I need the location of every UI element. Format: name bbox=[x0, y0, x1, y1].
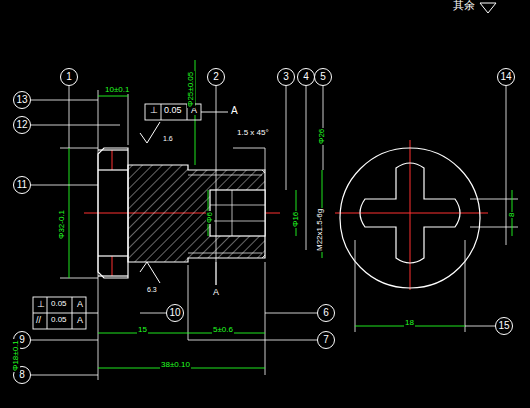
dimension-text: A bbox=[212, 288, 220, 297]
callout-number: 1 bbox=[66, 72, 72, 82]
dimension-text: 6.3 bbox=[146, 286, 158, 293]
dimension-text: 1.5 x 45° bbox=[236, 129, 270, 137]
callout-number: 4 bbox=[303, 72, 309, 82]
callout-number: 6 bbox=[323, 308, 329, 318]
callout-circle: 10 bbox=[166, 304, 184, 322]
dimension-text: 0.05 bbox=[50, 300, 68, 308]
callout-number: 11 bbox=[17, 180, 27, 190]
dimension-text: A bbox=[76, 300, 84, 309]
dimension-text: Φ32-0.1 bbox=[58, 209, 66, 240]
callout-circle: 13 bbox=[13, 91, 31, 109]
front-view bbox=[98, 148, 265, 278]
end-view bbox=[340, 148, 480, 288]
dimension-text: ⊥ bbox=[36, 300, 46, 309]
callout-circle: 5 bbox=[314, 68, 332, 86]
dimension-text: 5±0.6 bbox=[212, 326, 234, 334]
dimension-text: Φ16 bbox=[292, 211, 300, 228]
callout-circle: 7 bbox=[317, 331, 335, 349]
callout-circle: 6 bbox=[317, 304, 335, 322]
roughness-symbol bbox=[140, 3, 496, 283]
dimension-text: 0.05 bbox=[50, 316, 68, 324]
callout-number: 5 bbox=[320, 72, 326, 82]
dimension-text: M22x1.5-6g bbox=[316, 208, 324, 252]
callout-circle: 2 bbox=[207, 68, 225, 86]
callout-number: 15 bbox=[498, 321, 509, 331]
callout-number: 7 bbox=[323, 335, 329, 345]
callout-number: 10 bbox=[169, 308, 180, 318]
callout-number: 12 bbox=[16, 120, 27, 130]
dimension-text: A bbox=[76, 316, 84, 325]
dimension-text: Φ18±0.1 bbox=[12, 339, 20, 372]
dimension-text: 8 bbox=[508, 212, 516, 218]
leader-line bbox=[31, 86, 506, 375]
dimension-text: Φ6 bbox=[206, 211, 214, 224]
tolerance-frame bbox=[33, 104, 228, 329]
callout-number: 3 bbox=[283, 72, 289, 82]
dimension-text: 0.05 bbox=[163, 106, 183, 115]
callout-circle: 15 bbox=[495, 317, 513, 335]
dimension-text: ⊥ bbox=[149, 106, 159, 115]
callout-number: 14 bbox=[500, 72, 511, 82]
callout-circle: 14 bbox=[497, 68, 515, 86]
dimension-text: 10±0.1 bbox=[104, 86, 130, 94]
dimension-text: 38±0.10 bbox=[160, 361, 191, 369]
callout-number: 13 bbox=[16, 95, 27, 105]
dimension-text: Φ26 bbox=[318, 128, 326, 145]
dimension-text: A bbox=[230, 106, 239, 117]
dimension-line bbox=[69, 60, 512, 368]
dimension-text: // bbox=[35, 316, 42, 325]
dimension-text: 15 bbox=[137, 326, 148, 334]
callout-circle: 1 bbox=[60, 68, 78, 86]
callout-circle: 3 bbox=[277, 68, 295, 86]
dimension-text: 18 bbox=[404, 319, 415, 327]
callout-circle: 11 bbox=[13, 176, 31, 194]
callout-circle: 4 bbox=[297, 68, 315, 86]
extension-line bbox=[60, 86, 518, 380]
dimension-text: Φ25±0.05 bbox=[187, 71, 195, 108]
callout-circle: 12 bbox=[13, 116, 31, 134]
callout-number: 2 bbox=[213, 72, 219, 82]
dimension-text: 其余 bbox=[452, 0, 476, 12]
dimension-text: 1.6 bbox=[162, 135, 174, 142]
